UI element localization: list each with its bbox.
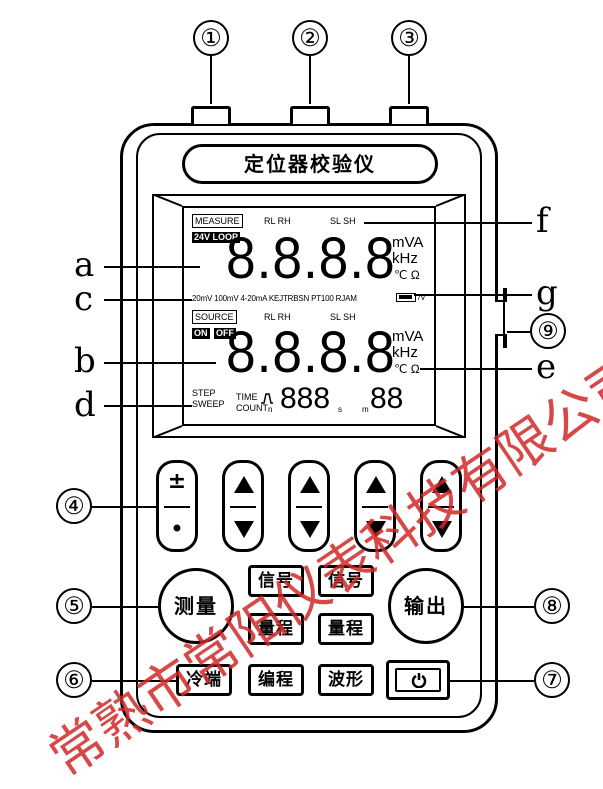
battery-extra: /V <box>418 293 426 302</box>
digit-4-key[interactable] <box>420 460 462 552</box>
dot-label: • <box>169 515 185 543</box>
leader-c <box>104 299 192 301</box>
leader-8 <box>464 606 534 608</box>
source-tag: SOURCE <box>192 310 237 324</box>
secondary-digits: 8.8.8.8 <box>226 320 396 385</box>
output-button[interactable]: 输出 <box>388 568 464 644</box>
unit-khz-top: kHz <box>392 250 418 267</box>
waveform-button[interactable]: 波形 <box>318 664 374 696</box>
m-sub: m <box>362 405 369 414</box>
callout-2: ② <box>292 20 328 56</box>
unit-mva-top: mVA <box>392 234 424 251</box>
plus-minus-dot-key[interactable]: ± • <box>156 460 198 552</box>
leader-5 <box>92 606 158 608</box>
loop-tag: 24V LOOP <box>192 232 241 243</box>
rl-rh-top: RL RH <box>264 216 291 226</box>
device-title: 定位器校验仪 <box>182 144 438 184</box>
bezel-corners <box>152 194 466 438</box>
side-port-tab-bottom <box>503 334 507 348</box>
label-a: a <box>74 245 95 285</box>
label-g: g <box>536 273 558 313</box>
down-arrow-icon[interactable] <box>234 521 254 538</box>
sl-sh-bottom: SL SH <box>330 312 356 322</box>
label-d: d <box>74 385 96 425</box>
up-arrow-icon[interactable] <box>432 476 452 493</box>
leader-b <box>104 362 216 364</box>
callout-7: ⑦ <box>534 662 570 698</box>
signal-button-1[interactable]: 信号 <box>248 565 304 597</box>
connector-1 <box>191 106 231 124</box>
off-tag: OFF <box>214 328 236 339</box>
leader-d <box>104 405 192 407</box>
on-tag: ON <box>192 328 210 339</box>
time-label: TIME <box>236 392 258 402</box>
power-icon[interactable] <box>411 672 427 688</box>
measure-button[interactable]: 测量 <box>158 568 234 644</box>
callout-5: ⑤ <box>56 588 92 624</box>
step-label: STEP <box>192 388 216 398</box>
plus-minus-label: ± <box>167 469 187 494</box>
leader-line-3 <box>408 56 410 104</box>
digit-3-key[interactable] <box>354 460 396 552</box>
callout-6: ⑥ <box>56 662 92 698</box>
leader-f <box>364 222 532 224</box>
up-arrow-icon[interactable] <box>366 476 386 493</box>
rl-rh-bottom: RL RH <box>264 312 291 322</box>
s-sub: s <box>338 405 342 414</box>
leader-9 <box>507 331 530 333</box>
digit-2-key[interactable] <box>288 460 330 552</box>
unit-khz-bottom: kHz <box>392 344 418 361</box>
count-label: COUNT <box>236 403 268 413</box>
label-b: b <box>74 341 96 381</box>
label-e: e <box>536 347 557 387</box>
range-button-1[interactable]: 量程 <box>248 613 304 645</box>
cold-junction-button[interactable]: 冷端 <box>176 664 232 696</box>
leader-4 <box>92 506 156 508</box>
battery-icon <box>396 293 416 302</box>
connector-2 <box>290 106 330 124</box>
sweep-label: SWEEP <box>192 399 225 409</box>
up-arrow-icon[interactable] <box>300 476 320 493</box>
unit-mva-bottom: mVA <box>392 328 424 345</box>
leader-6 <box>92 680 176 682</box>
device-inner-frame <box>136 133 482 718</box>
program-button[interactable]: 编程 <box>248 664 304 696</box>
callout-1: ① <box>193 20 229 56</box>
callout-8: ⑧ <box>534 588 570 624</box>
leader-line-1 <box>210 56 212 104</box>
callout-3: ③ <box>391 20 427 56</box>
connector-3 <box>389 106 429 124</box>
leader-line-2 <box>309 56 311 104</box>
measure-tag: MEASURE <box>192 214 243 228</box>
lcd-screen: MEASURE RL RH SL SH 24V LOOP 8.8.8.8 mVA… <box>182 206 436 426</box>
label-f: f <box>536 201 549 241</box>
n-sub: n <box>268 405 273 414</box>
primary-digits: 8.8.8.8 <box>226 226 396 291</box>
range-button-2[interactable]: 量程 <box>318 613 374 645</box>
wave-icon <box>261 393 273 404</box>
sl-sh-top: SL SH <box>330 216 356 226</box>
unit-temp-top: ℃ Ω <box>394 268 420 282</box>
leader-g <box>414 294 532 296</box>
unit-temp-bottom: ℃ Ω <box>394 362 420 376</box>
leader-e <box>420 368 532 370</box>
small-digits: 888 <box>280 382 331 415</box>
power-button[interactable] <box>386 660 450 700</box>
callout-4: ④ <box>56 488 92 524</box>
leader-7 <box>450 680 534 682</box>
signal-button-2[interactable]: 信号 <box>318 565 374 597</box>
leader-a <box>104 266 200 268</box>
down-arrow-icon[interactable] <box>432 521 452 538</box>
down-arrow-icon[interactable] <box>366 521 386 538</box>
up-arrow-icon[interactable] <box>234 476 254 493</box>
down-arrow-icon[interactable] <box>300 521 320 538</box>
tiny-digits: 88 <box>370 382 404 415</box>
range-row: 20mV 100mV 4-20mA KEJTRBSN PT100 RJAM <box>192 294 357 303</box>
side-port <box>495 300 505 336</box>
callout-9: ⑨ <box>530 313 566 349</box>
digit-1-key[interactable] <box>222 460 264 552</box>
label-c: c <box>74 279 94 319</box>
